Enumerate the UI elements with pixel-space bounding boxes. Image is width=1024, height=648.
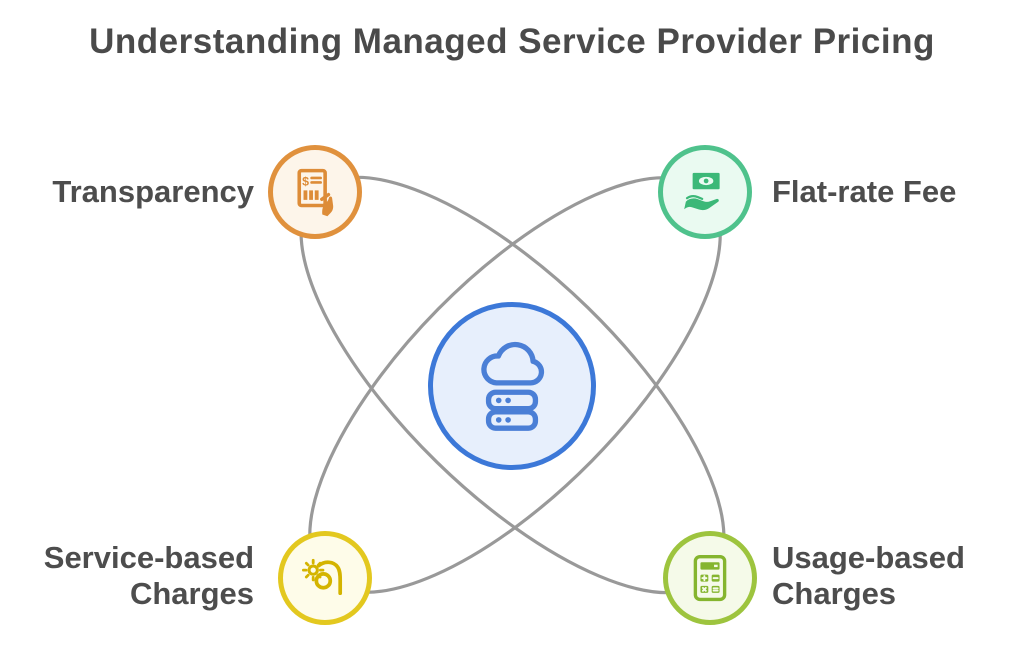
node-service-based-charges [278, 531, 372, 625]
node-transparency: $ [268, 145, 362, 239]
diagram-title: Understanding Managed Service Provider P… [89, 22, 935, 61]
calculator-icon [693, 554, 727, 602]
label-flat-rate-fee: Flat-rate Fee [772, 174, 957, 209]
bill-hand-icon: $ [297, 168, 334, 217]
label-usage-based-charges: Usage-based Charges [772, 540, 965, 611]
node-usage-based-charges [663, 531, 757, 625]
hand-gear-icon [301, 558, 343, 596]
node-flat-rate-fee [658, 145, 752, 239]
money-hand-icon [684, 172, 720, 211]
label-transparency: Transparency [52, 174, 254, 209]
svg-text:$: $ [302, 174, 309, 188]
cloud-server-icon [481, 341, 545, 431]
label-service-based-charges: Service-based Charges [43, 540, 254, 611]
center-node-cloud-server [428, 302, 596, 470]
